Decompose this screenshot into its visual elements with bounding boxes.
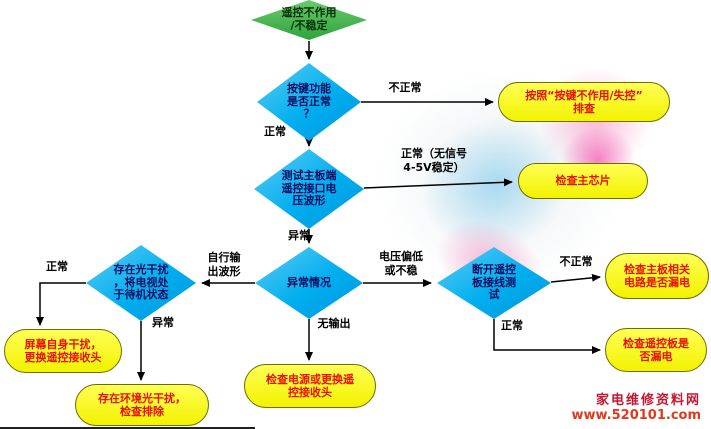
edge-label-voltage-normal: 正常（无信号 4-5V稳定） [401, 147, 467, 174]
decision-keypad-label: 按键功能 是否正常 ？ [287, 81, 331, 121]
arrow-voltage-to-main-chip [363, 178, 513, 189]
abnormal-diamond-shape [255, 247, 363, 319]
start-diamond-shape [251, 0, 367, 40]
decision-keypad-check: 按键功能 是否正常 ？ [257, 63, 361, 141]
start-node: 遥控不作用 /不稳定 [251, 0, 367, 40]
action-check-power: 检查电源或更换遥 控接收头 [244, 364, 376, 408]
action-ambient-light: 存在环境光干扰， 检查排除 [75, 384, 209, 426]
watermark-site-name: 家电维修资料网 [595, 393, 701, 408]
edge-label-no-output: 无输出 [317, 317, 351, 330]
decision-abnormal-label: 异常情况 [287, 275, 331, 289]
keypad-diamond-shape [257, 63, 361, 141]
watermark-site-url: www.520101.com [571, 408, 701, 423]
edge-label-disconnect-abnormal: 不正常 [559, 255, 593, 268]
edge-label-voltage-abnormal: 异常 [288, 229, 310, 242]
edge-label-standby-abnormal: 异常 [152, 316, 174, 329]
action-screen-interference: 屏幕自身干扰， 更换遥控接收头 [4, 329, 122, 373]
start-node-label: 遥控不作用 /不稳定 [281, 6, 337, 32]
light-diamond-shape [86, 245, 196, 321]
arrow-disconnect-to-mainboard-leak [550, 273, 601, 283]
edge-label-standby-normal: 正常 [46, 260, 68, 273]
arrow-light-normal-to-screen-interference [36, 282, 86, 326]
edge-label-self-output: 自行输 出波形 [207, 251, 241, 278]
action-check-main-chip: 检查主芯片 [518, 163, 648, 199]
decision-light-label: 存在光干扰 ，将电视处 于待机状态 [113, 262, 169, 302]
decision-voltage-test: 测试主板端 遥控接口电 压波形 [254, 149, 364, 229]
voltage-diamond-shape [254, 149, 364, 229]
edge-label-voltage-low: 电压偏低 或不稳 [379, 250, 423, 277]
decision-disconnect-label: 断开遥控 板接线测 试 [472, 262, 516, 302]
decision-light-interference: 存在光干扰 ，将电视处 于待机状态 [86, 245, 196, 321]
edge-label-keypad-normal: 正常 [264, 125, 286, 138]
edge-label-keypad-abnormal: 不正常 [388, 81, 422, 94]
bottom-edge-line [0, 427, 255, 429]
action-check-mainboard-leak: 检查主板相关 电路是否漏电 [605, 253, 709, 299]
edge-label-disconnect-normal: 正常 [501, 319, 523, 332]
action-keypad-fault: 按照“按键不作用/失控” 排查 [498, 82, 670, 122]
decision-disconnect-board: 断开遥控 板接线测 试 [437, 247, 551, 319]
action-check-remote-board-leak: 检查遥控板是 否漏电 [605, 328, 707, 372]
decision-abnormal-case: 异常情况 [255, 247, 363, 319]
watermark: 家电维修资料网 www.520101.com [571, 389, 701, 423]
decision-voltage-label: 测试主板端 遥控接口电 压波形 [281, 168, 337, 208]
